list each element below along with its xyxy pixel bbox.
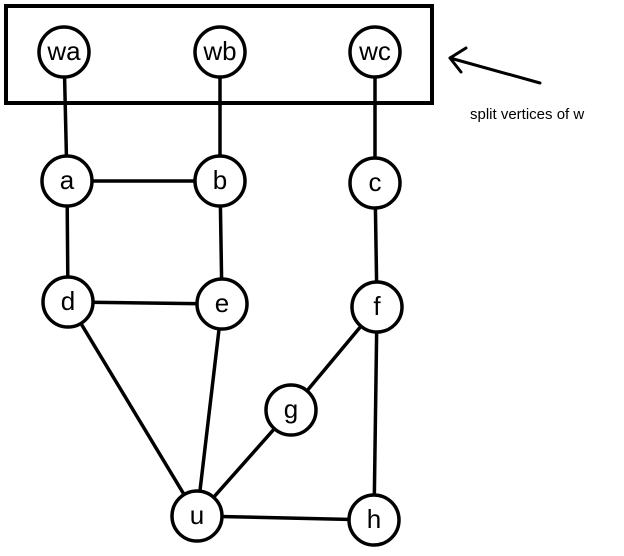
split-vertices-box [4,4,434,105]
node-label-g: g [284,394,298,424]
node-label-u: u [190,500,204,530]
node-label-f: f [373,291,381,321]
node-label-c: c [369,167,382,197]
node-circle-wa [37,25,91,79]
node-f: f [350,280,404,334]
annotation-label: split vertices of w [470,106,584,123]
node-a: a [40,154,94,208]
edge-e-u [195,302,224,518]
node-label-d: d [61,286,75,316]
node-label-wa: wa [46,36,81,66]
node-circle-wb [193,25,247,79]
edge-u-h [195,514,376,522]
node-circle-g [264,383,318,437]
node-b: b [193,154,247,208]
node-label-h: h [367,504,381,534]
node-circle-f [350,280,404,334]
node-u: u [170,489,224,543]
node-circle-b [193,154,247,208]
node-label-a: a [60,165,75,195]
node-label-wb: wb [202,36,236,66]
node-circle-a [40,154,94,208]
node-h: h [347,493,401,547]
node-circle-d [41,275,95,329]
node-circle-c [348,156,402,210]
node-d: d [41,275,95,329]
edge-f-h [372,305,379,522]
node-label-e: e [215,288,229,318]
node-circle-e [195,277,249,331]
node-label-wc: wc [358,36,391,66]
node-label-b: b [213,165,227,195]
node-wb: wb [193,25,247,79]
node-circle-h [347,493,401,547]
node-g: g [264,383,318,437]
node-c: c [348,156,402,210]
node-e: e [195,277,249,331]
annotation-arrow [448,46,542,85]
node-wa: wa [37,25,91,79]
node-circle-u [170,489,224,543]
node-circle-wc [348,25,402,79]
nodes-layer: wa wb wc a b c d e f g u h [37,25,404,547]
node-wc: wc [348,25,402,79]
edge-d-u [66,300,199,518]
